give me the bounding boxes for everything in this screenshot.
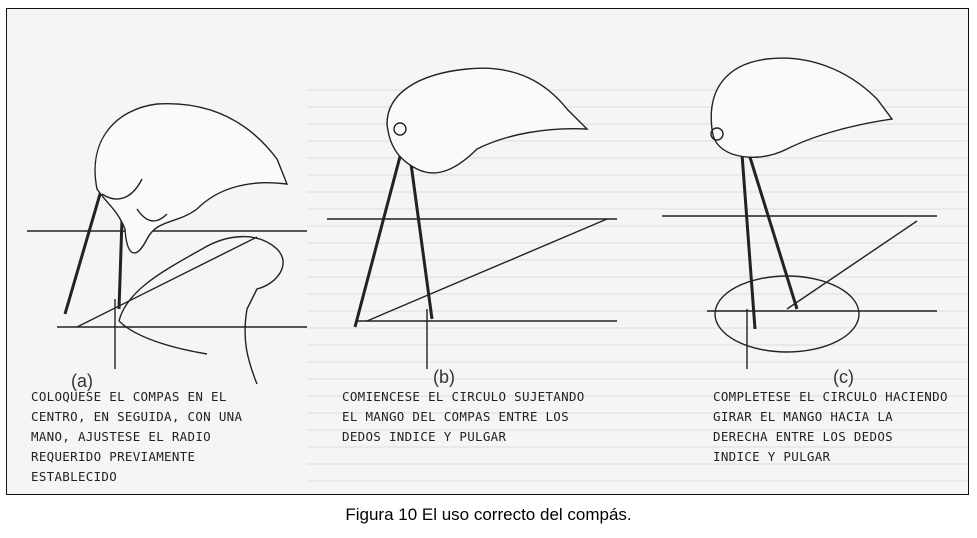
panel-c-letter: (c) xyxy=(833,367,854,388)
panel-a-caption: COLOQUESE EL COMPAS EN EL CENTRO, EN SEG… xyxy=(31,387,242,487)
panel-c-drawing xyxy=(662,58,937,369)
figure-frame: (a) (b) (c) COLOQUESE EL COMPAS EN EL CE… xyxy=(6,8,969,495)
panel-b-caption: COMIENCESE EL CIRCULO SUJETANDO EL MANGO… xyxy=(342,387,585,447)
figure-caption: Figura 10 El uso correcto del compás. xyxy=(0,505,977,525)
panel-c-caption: COMPLETESE EL CIRCULO HACIENDO GIRAR EL … xyxy=(713,387,948,467)
panel-b-letter: (b) xyxy=(433,367,455,388)
panel-b-drawing xyxy=(327,68,617,369)
panel-a-drawing xyxy=(27,104,307,384)
